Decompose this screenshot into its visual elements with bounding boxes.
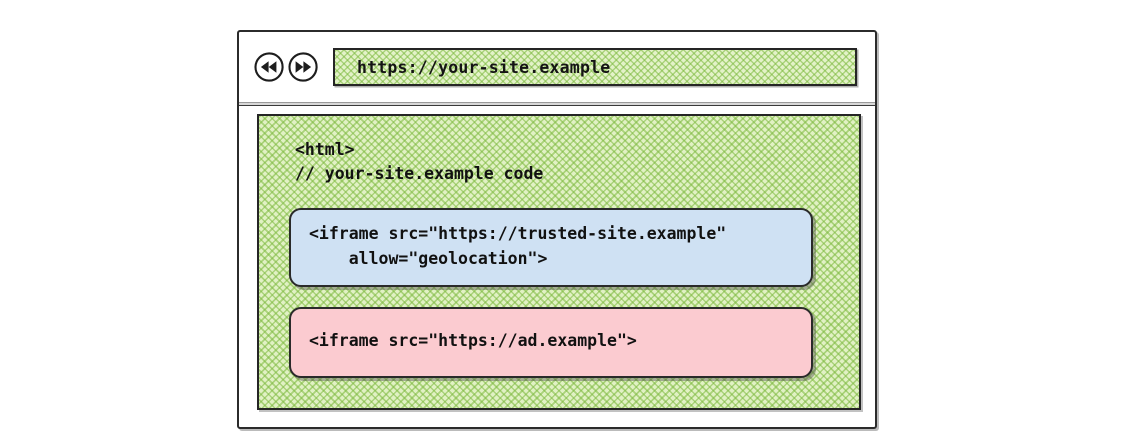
url-text: https://your-site.example xyxy=(357,57,611,77)
rewind-icon[interactable] xyxy=(253,51,285,83)
url-bar[interactable]: https://your-site.example xyxy=(333,48,857,86)
iframe-trusted-site[interactable]: <iframe src="https://trusted-site.exampl… xyxy=(289,207,813,288)
code-line-html: <html> xyxy=(295,140,355,159)
page-content-panel: <html> // your-site.example code <iframe… xyxy=(257,114,861,410)
iframe-ad-line-1: <iframe src="https://ad.example"> xyxy=(309,331,637,351)
toolbar-divider xyxy=(239,102,875,106)
iframe-trusted-line-2: allow="geolocation"> xyxy=(309,248,548,268)
iframe-ad-example[interactable]: <iframe src="https://ad.example"> xyxy=(289,307,813,379)
browser-toolbar: https://your-site.example xyxy=(239,32,875,102)
fast-forward-icon[interactable] xyxy=(287,51,319,83)
code-line-comment: // your-site.example code xyxy=(295,163,544,183)
browser-window-frame: https://your-site.example <html> // your… xyxy=(237,30,877,429)
iframe-trusted-line-1: <iframe src="https://trusted-site.exampl… xyxy=(309,223,727,243)
